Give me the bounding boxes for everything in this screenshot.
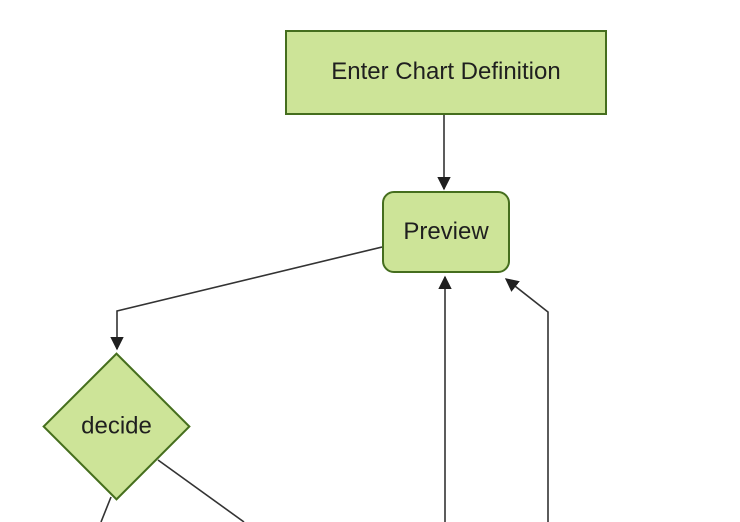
node-enter-chart-definition-label: Enter Chart Definition (331, 58, 561, 86)
node-preview: Preview (382, 191, 510, 273)
edge-decide-down-left (100, 496, 112, 522)
edge-preview-to-decide (110, 246, 383, 351)
edge-upward-right-to-preview (504, 278, 549, 522)
edge-decide-down-right (157, 459, 245, 522)
node-decide: decide (42, 352, 191, 501)
node-enter-chart-definition: Enter Chart Definition (285, 30, 607, 115)
node-decide-label: decide (81, 411, 152, 439)
node-preview-label: Preview (403, 217, 489, 245)
